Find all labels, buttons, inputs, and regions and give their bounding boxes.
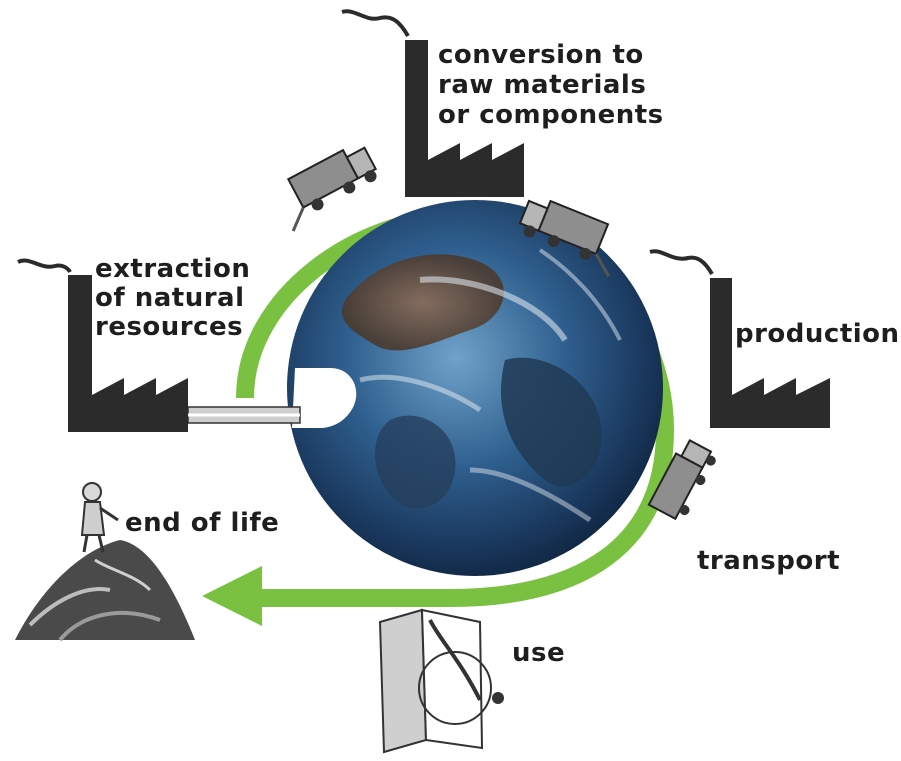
label-conversion-line1: conversion to [438, 40, 644, 70]
label-conversion-line3: or components [438, 100, 664, 130]
truck-icon [518, 199, 610, 277]
factory-extraction-icon [17, 258, 188, 432]
pipe [187, 406, 301, 424]
person-icon [80, 482, 119, 553]
label-extraction-line3: resources [95, 312, 243, 342]
transport-truck-icon [647, 439, 716, 521]
arrowhead [202, 566, 262, 626]
washing-machine-icon [378, 608, 504, 754]
label-conversion: conversion to raw materials or component… [438, 40, 664, 130]
label-extraction: extraction of natural resources [95, 254, 250, 342]
landfill-icon [15, 482, 195, 642]
factory-conversion-icon [341, 9, 524, 197]
label-transport: transport [697, 546, 840, 576]
label-extraction-line2: of natural [95, 283, 245, 313]
factory-production-icon [649, 249, 830, 428]
label-extraction-line1: extraction [95, 254, 250, 284]
label-production: production [735, 319, 900, 349]
label-conversion-line2: raw materials [438, 70, 646, 100]
label-end-of-life: end of life [125, 508, 279, 538]
label-use: use [512, 638, 565, 668]
truck-icon [286, 146, 378, 232]
earth-globe [287, 200, 663, 576]
